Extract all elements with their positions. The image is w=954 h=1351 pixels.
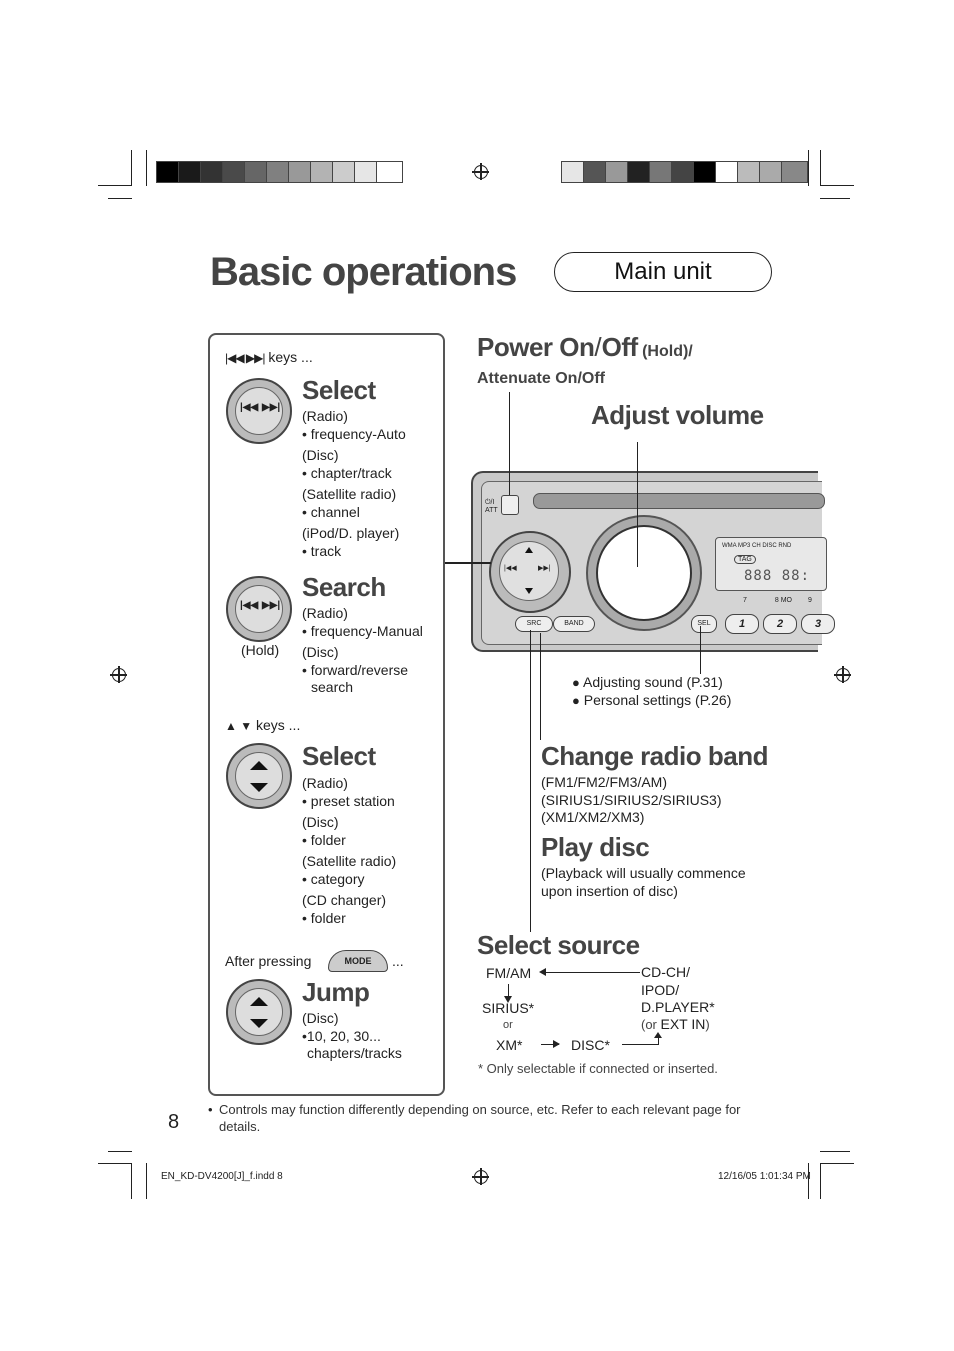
source-xm: XM*: [496, 1037, 523, 1053]
crop-mark: [820, 198, 850, 199]
registration-mark-icon: [472, 1168, 489, 1185]
after-pressing-row: After pressing: [225, 953, 312, 969]
up-down-icon: ▲ ▼: [225, 719, 253, 733]
preset-1-button[interactable]: 1: [725, 614, 759, 634]
skip-keys-icon: |◀◀ ▶▶|: [225, 351, 265, 365]
adjust-volume-heading: Adjust volume: [591, 400, 764, 430]
footer-bullet: •: [208, 1102, 213, 1117]
callout-line: [637, 442, 638, 567]
search-heading: Search: [302, 572, 386, 602]
up-arrow-icon: [250, 761, 268, 770]
callout-line: [445, 562, 491, 564]
power-heading-row: Power On/Off (Hold)/: [477, 332, 693, 362]
updown-keys-row: ▲ ▼ keys ...: [225, 717, 300, 733]
preset-3-button[interactable]: 3: [801, 614, 835, 634]
skip-keys-row: |◀◀ ▶▶| keys ...: [225, 349, 313, 365]
or-label: or: [503, 1019, 513, 1031]
crop-mark: [808, 150, 809, 186]
select-heading-1: Select: [302, 375, 376, 405]
sel-notes: ● Adjusting sound (P.31) ● Personal sett…: [572, 674, 732, 708]
after-pressing-tail: ...: [392, 953, 404, 969]
registration-mark-icon: [834, 666, 851, 683]
down-arrow-icon: [250, 783, 268, 792]
prev-icon: |◀◀: [240, 402, 259, 413]
prev-icon: |◀◀: [504, 565, 517, 572]
crop-mark: [820, 150, 821, 186]
attenuate-label: Attenuate On/Off: [477, 370, 605, 387]
up-arrow-icon: [250, 997, 268, 1006]
arrow-left-icon: [539, 968, 546, 976]
left-panel: [208, 333, 445, 1096]
crop-mark: [146, 150, 147, 186]
next-icon: ▶▶|: [262, 600, 281, 611]
arrow-right-icon: [553, 1040, 560, 1048]
change-band-heading: Change radio band: [541, 741, 768, 771]
jump-heading: Jump: [302, 977, 370, 1007]
down-arrow-icon: [525, 588, 533, 594]
prev-icon: |◀◀: [240, 600, 259, 611]
skip-keys-label: keys ...: [268, 349, 313, 365]
crop-mark: [108, 198, 132, 199]
crop-mark: [98, 185, 132, 186]
select-heading-2: Select: [302, 741, 376, 771]
jump-details: (Disc) •10, 20, 30... chapters/tracks: [302, 1010, 402, 1061]
select-source-heading: Select source: [477, 930, 640, 960]
mode-button-icon: MODE: [328, 950, 388, 972]
footer-note: Controls may function differently depend…: [219, 1102, 741, 1134]
play-disc-heading: Play disc: [541, 832, 650, 862]
callout-line: [509, 392, 510, 495]
registration-mark-icon: [110, 666, 127, 683]
power-att-button[interactable]: [501, 495, 519, 515]
src-button[interactable]: SRC: [515, 616, 553, 632]
source-disc: DISC*: [571, 1037, 610, 1053]
updown-keys-label: keys ...: [255, 717, 301, 733]
footer-file: EN_KD-DV4200[J]_f.indd 8: [161, 1171, 283, 1182]
callout-line: [530, 630, 531, 932]
preset-2-button[interactable]: 2: [763, 614, 797, 634]
page-number: 8: [168, 1111, 180, 1133]
arrow-down-icon: [504, 996, 512, 1003]
footer-date: 12/16/05 1:01:34 PM: [718, 1171, 811, 1182]
band-button[interactable]: BAND: [553, 616, 595, 632]
source-ext-in: (or EXT IN): [641, 1016, 710, 1032]
change-band-details: (FM1/FM2/FM3/AM) (SIRIUS1/SIRIUS2/SIRIUS…: [541, 774, 722, 825]
preset-numbers: 7 8 MO 9: [743, 597, 812, 604]
disc-slot: [533, 493, 825, 509]
callout-line: [540, 633, 541, 740]
lcd-display: WMA MP3 CH DISC RND TAG 888 88:: [715, 537, 827, 591]
page-title: Basic operations: [210, 250, 517, 294]
select-2-details: (Radio) • preset station (Disc) • folder…: [302, 775, 397, 926]
next-icon: ▶▶|: [262, 402, 281, 413]
search-details: (Radio) • frequency-Manual (Disc) • forw…: [302, 605, 423, 695]
skip-button-diagram-2: |◀◀ ▶▶|: [226, 576, 292, 642]
updown-button-diagram-2: [226, 979, 292, 1045]
head-unit-faceplate: ⏻/I ATT |◀◀ ▶▶| WMA MP3 CH DISC RND TAG …: [471, 471, 835, 652]
select-1-details: (Radio) • frequency-Auto (Disc) • chapte…: [302, 408, 406, 559]
next-icon: ▶▶|: [538, 565, 551, 572]
down-arrow-icon: [250, 1019, 268, 1028]
hold-label: (Hold): [241, 642, 280, 658]
registration-mark-icon: [472, 163, 489, 180]
arrow-up-icon: [654, 1032, 662, 1038]
control-pad[interactable]: |◀◀ ▶▶|: [489, 531, 571, 613]
unit-label: Main unit: [554, 252, 772, 292]
skip-button-diagram-1: |◀◀ ▶▶|: [226, 378, 292, 444]
updown-button-diagram-1: [226, 743, 292, 809]
sel-button[interactable]: SEL: [691, 615, 717, 633]
callout-line: [700, 626, 701, 674]
source-footnote: * Only selectable if connected or insert…: [478, 1061, 718, 1076]
play-disc-details: (Playback will usually commence upon ins…: [541, 865, 746, 899]
source-sirius: SIRIUS*: [482, 1000, 535, 1016]
crop-mark: [131, 150, 132, 186]
volume-knob[interactable]: [586, 515, 702, 631]
crop-mark: [820, 185, 854, 186]
source-fm-am: FM/AM: [486, 965, 532, 981]
up-arrow-icon: [525, 547, 533, 553]
source-cd-ipod: CD-CH/ IPOD/ D.PLAYER*: [641, 964, 715, 1015]
